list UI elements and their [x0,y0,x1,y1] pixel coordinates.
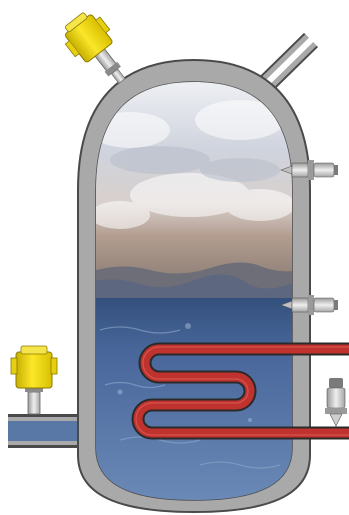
vessel-contents [90,80,300,508]
level-switch-lower [325,378,347,426]
top-nozzle [262,39,312,88]
radar-sensor-pipe [11,346,57,414]
